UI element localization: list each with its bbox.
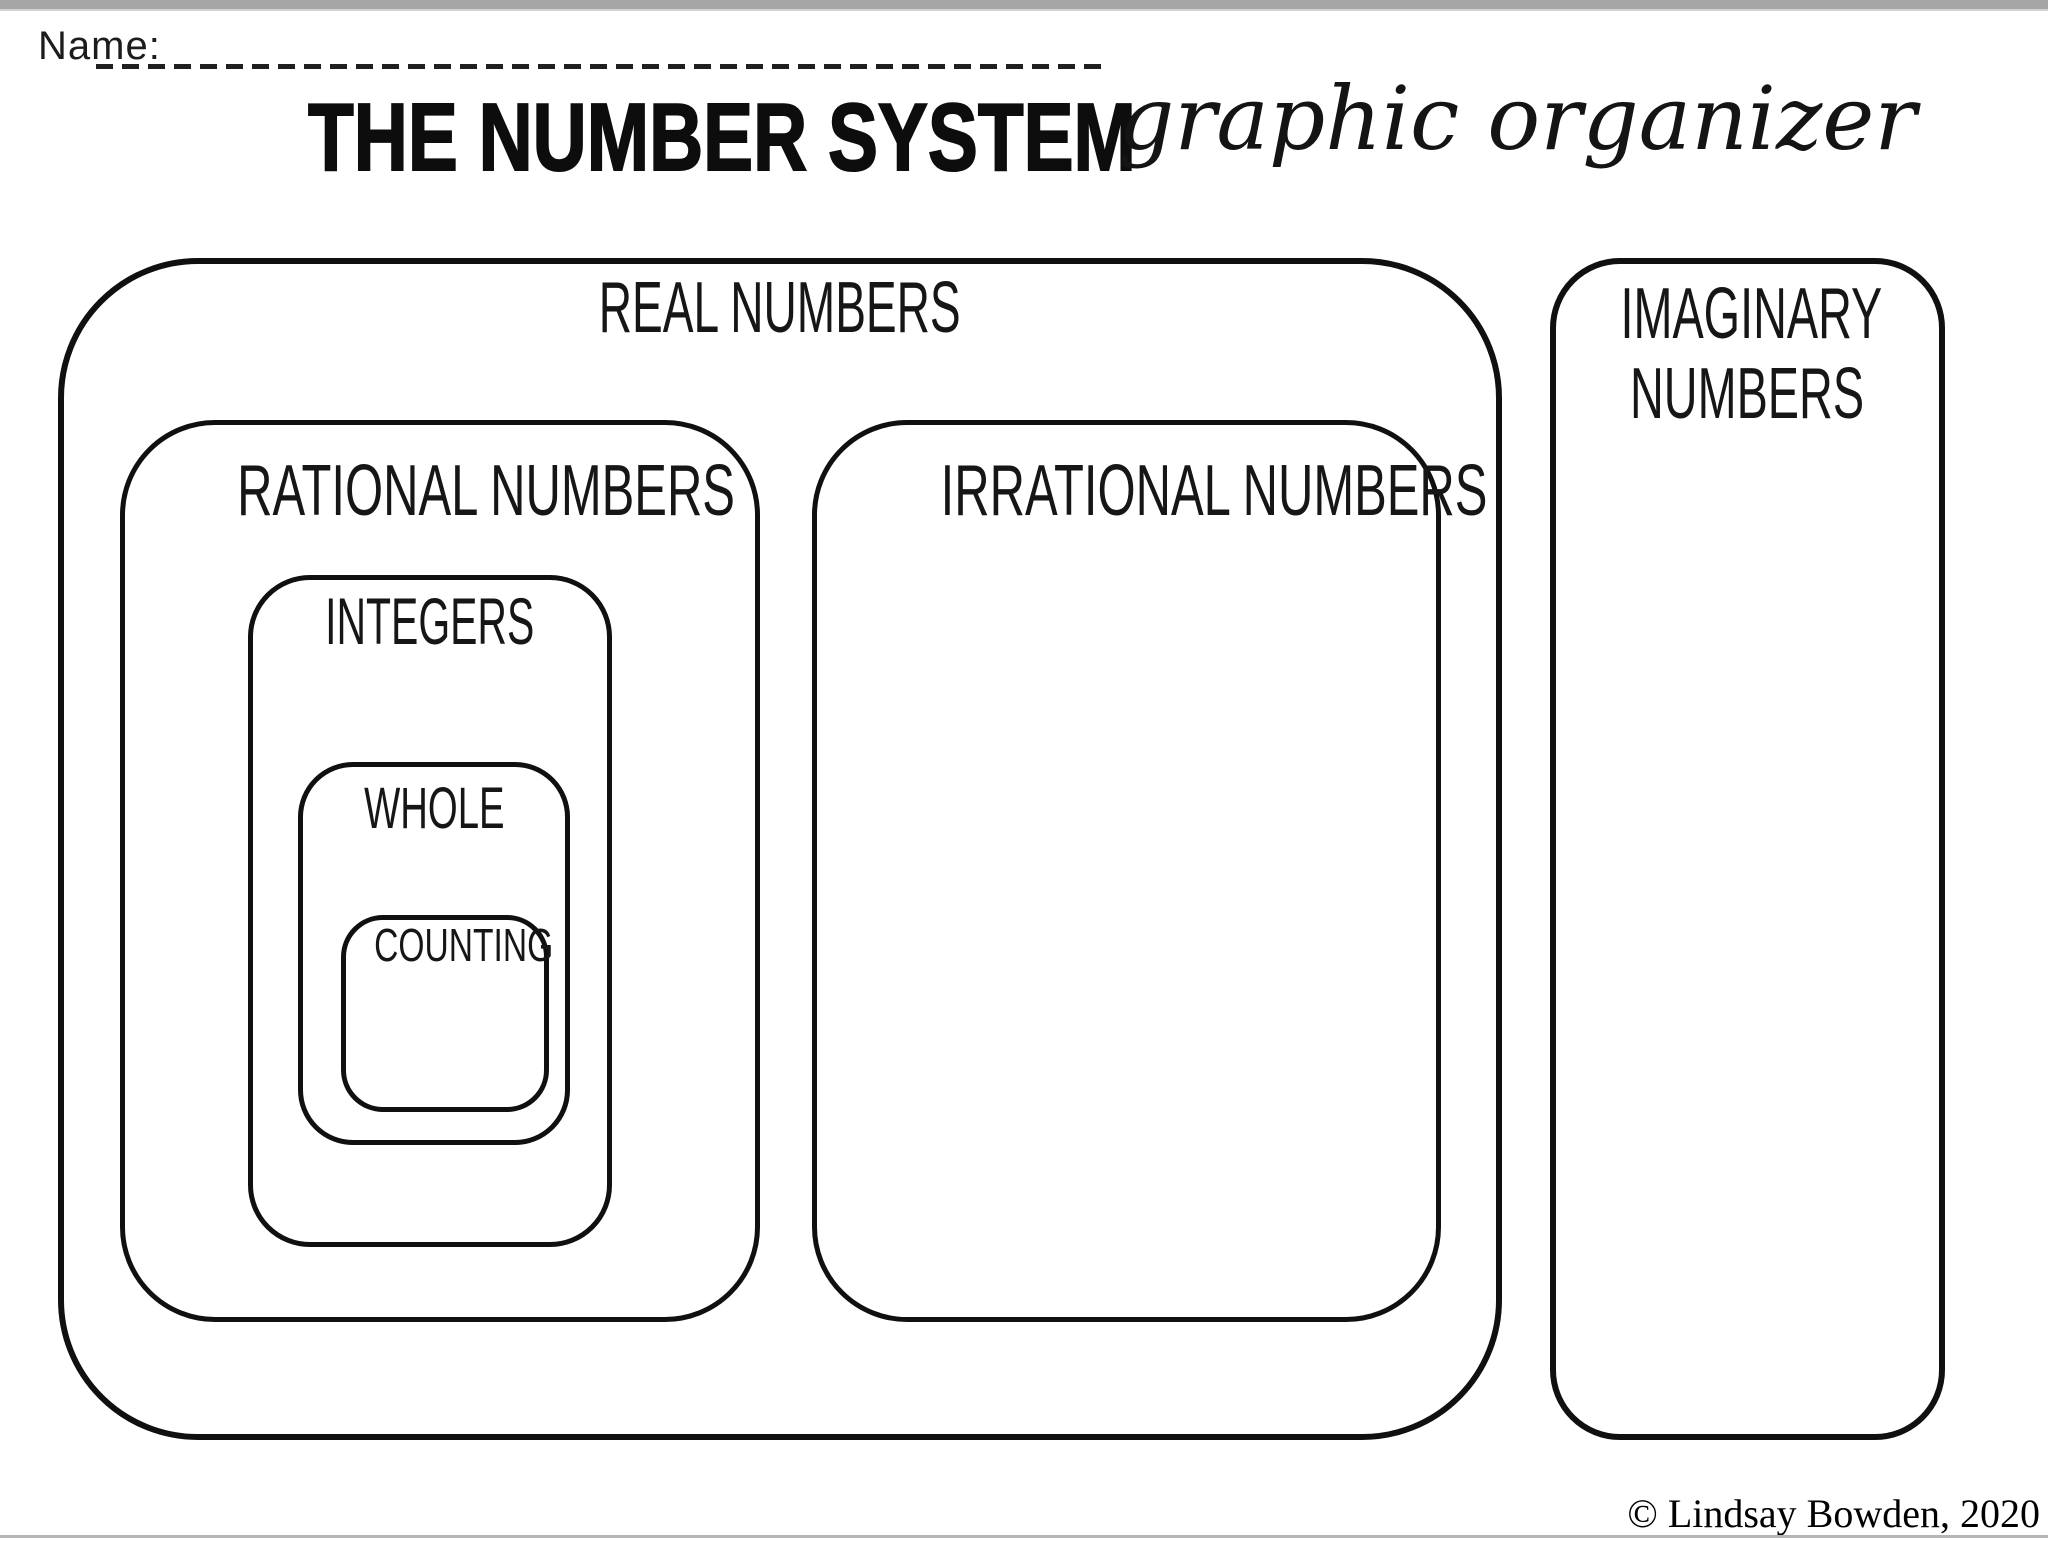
whole-numbers-label: WHOLE — [363, 776, 505, 841]
irrational-numbers-label: IRRATIONAL NUMBERS — [940, 451, 1488, 531]
window-chrome-top-bar — [0, 0, 2048, 11]
counting-numbers-label: COUNTING — [374, 919, 554, 971]
irrational-numbers-box — [812, 420, 1441, 1322]
counting-numbers-box — [341, 915, 549, 1112]
rational-numbers-label: RATIONAL NUMBERS — [237, 451, 735, 531]
name-fill-in-line — [96, 64, 1110, 69]
name-label: Name: — [38, 24, 161, 68]
page-title: THE NUMBER SYSTEM — [307, 84, 1136, 191]
integers-label: INTEGERS — [325, 584, 535, 658]
copyright-text: © Lindsay Bowden, 2020 — [1627, 1491, 2040, 1536]
window-chrome-bottom-bar — [0, 1535, 2048, 1538]
real-numbers-label: REAL NUMBERS — [599, 268, 961, 348]
imaginary-numbers-label: IMAGINARY NUMBERS — [1620, 274, 1883, 434]
page-title-script: graphic organizer — [1118, 67, 1917, 170]
imaginary-numbers-box — [1550, 258, 1945, 1440]
